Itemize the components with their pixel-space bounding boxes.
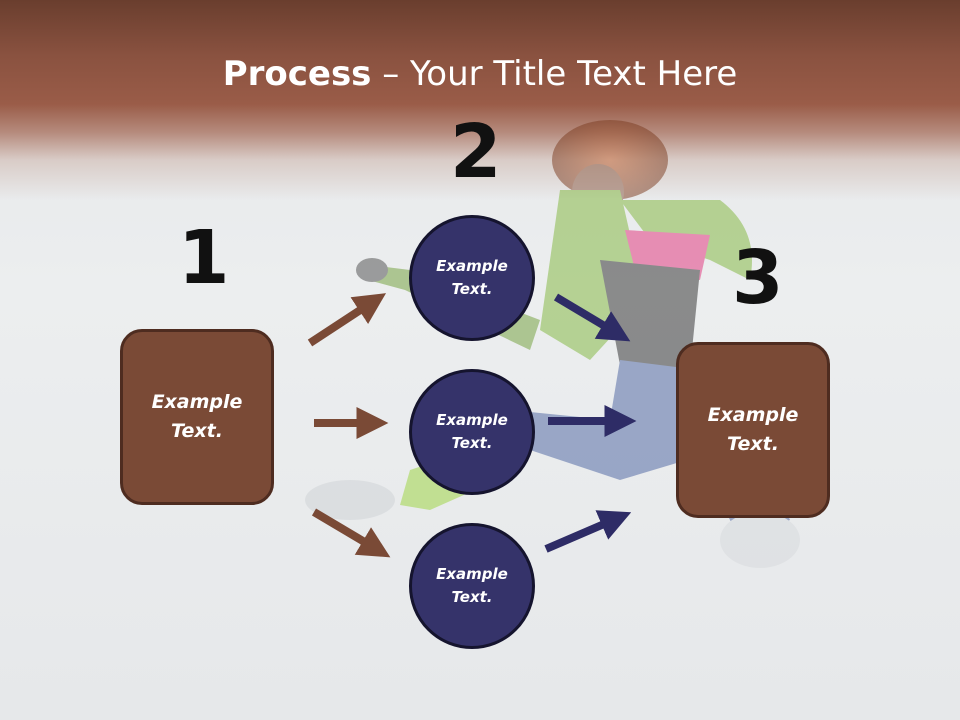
right-box-text: Example Text. (707, 404, 799, 455)
step-number-1: 1 (178, 215, 230, 301)
circle-top-text: Example Text. (436, 257, 508, 298)
circle-top[interactable]: Example Text. (409, 215, 535, 341)
step-number-2: 2 (450, 109, 502, 195)
left-box-text: Example Text. (151, 391, 243, 442)
circle-middle-text: Example Text. (436, 411, 508, 452)
header-band (0, 0, 960, 200)
title-rest-part: – Your Title Text Here (371, 54, 738, 94)
circle-middle[interactable]: Example Text. (409, 369, 535, 495)
circle-bottom-text: Example Text. (436, 565, 508, 606)
circle-bottom[interactable]: Example Text. (409, 523, 535, 649)
step-number-3: 3 (732, 235, 784, 321)
slide-title: Process – Your Title Text Here (0, 52, 960, 96)
right-process-box[interactable]: Example Text. (676, 342, 830, 518)
title-bold-part: Process (222, 54, 372, 94)
left-process-box[interactable]: Example Text. (120, 329, 274, 505)
